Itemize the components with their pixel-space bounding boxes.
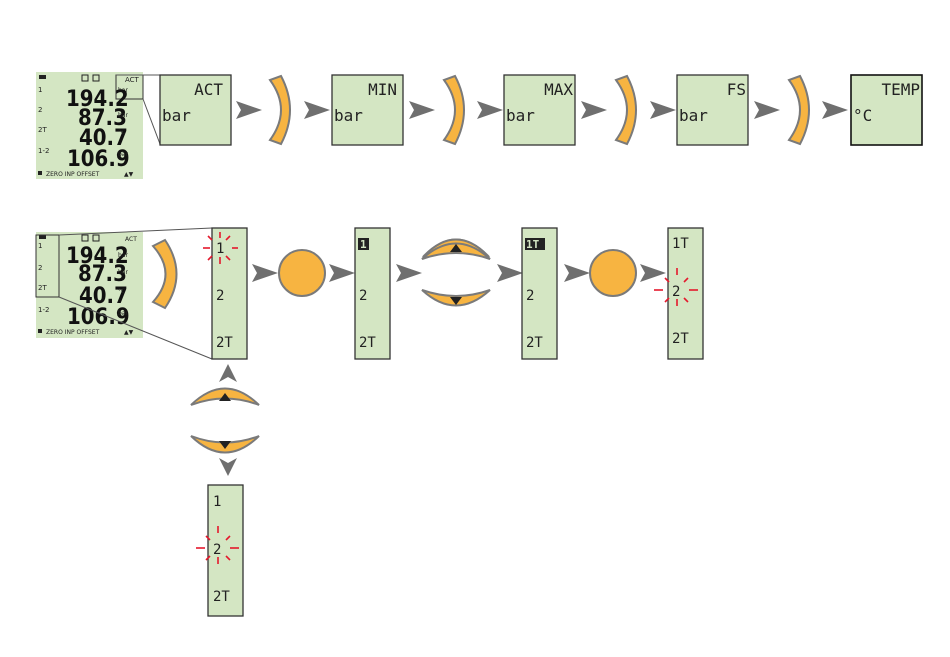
svg-text:1: 1 (213, 494, 221, 510)
arrow-right (252, 264, 278, 282)
svg-text:▲▼: ▲▼ (124, 329, 134, 336)
svg-text:2: 2 (38, 264, 42, 272)
svg-text:ZERO INP OFFSET: ZERO INP OFFSET (46, 329, 100, 336)
svg-text:2T: 2T (526, 335, 543, 351)
main-display-bottom: ACT 1 194.2 bar 2 87.3 bar 2T 40.7 °C 1-… (36, 232, 143, 338)
arrow-up (219, 364, 237, 382)
rotary-knob-icon[interactable] (270, 76, 290, 144)
arrow-right (650, 101, 676, 119)
row2-channel: 2 (38, 106, 42, 114)
svg-text:°C: °C (118, 288, 125, 295)
svg-text:1-2: 1-2 (38, 306, 49, 314)
row4-unit: bar (118, 151, 128, 158)
svg-text:TEMP: TEMP (881, 80, 920, 99)
mode-box-min: MIN bar (332, 75, 403, 145)
svg-text:1: 1 (360, 238, 367, 251)
rotary-knob-icon[interactable] (616, 76, 636, 144)
arrow-right (409, 101, 435, 119)
arrow-down (219, 458, 237, 476)
rotary-knob-icon[interactable] (444, 76, 464, 144)
svg-text:2: 2 (526, 288, 534, 304)
main-display-top: ACT bar 1 194.2 2 87.3 bar 2T 40.7 °C 1-… (36, 72, 143, 179)
svg-text:2T: 2T (672, 331, 689, 347)
display-footer: ZERO INP OFFSET (46, 171, 100, 178)
svg-text:2T: 2T (38, 284, 47, 292)
svg-text:106.9: 106.9 (67, 305, 130, 330)
mode-box-max: MAX bar (504, 75, 575, 145)
svg-text:bar: bar (334, 106, 363, 125)
svg-text:°C: °C (853, 106, 872, 125)
row2-unit: bar (118, 112, 128, 119)
row4-channel: 1-2 (38, 147, 49, 155)
svg-text:bar: bar (118, 269, 128, 276)
svg-text:MAX: MAX (544, 80, 573, 99)
svg-text:bar: bar (506, 106, 535, 125)
arrow-right (329, 264, 355, 282)
svg-text:2T: 2T (359, 335, 376, 351)
push-button-icon[interactable] (590, 250, 636, 296)
up-down-buttons[interactable] (422, 240, 490, 306)
row1-channel: 1 (38, 86, 42, 94)
svg-text:2T: 2T (213, 589, 230, 605)
arrow-right (640, 264, 666, 282)
svg-text:▲▼: ▲▼ (124, 171, 134, 178)
row3-channel: 2T (38, 126, 47, 134)
svg-text:bar: bar (679, 106, 708, 125)
svg-text:2: 2 (213, 542, 221, 558)
arrow-right (564, 264, 590, 282)
mode-box-temp: TEMP °C (851, 75, 922, 145)
svg-text:1T: 1T (672, 236, 689, 252)
arrow-right (396, 264, 422, 282)
mode-box-act: ACT bar (160, 75, 231, 145)
svg-text:2: 2 (359, 288, 367, 304)
arrow-right (497, 264, 523, 282)
svg-text:ACT: ACT (125, 236, 137, 243)
svg-text:bar: bar (118, 310, 128, 317)
arrow-right (477, 101, 503, 119)
svg-text:1: 1 (216, 241, 224, 257)
display-mode-label: ACT (125, 76, 140, 84)
svg-text:2T: 2T (216, 335, 233, 351)
svg-text:2: 2 (216, 288, 224, 304)
channel-list-d: 1T 2 2T (654, 228, 703, 359)
svg-text:FS: FS (727, 80, 746, 99)
row3-unit: °C (118, 129, 125, 136)
channel-list-a: 1 2 2T (203, 228, 247, 359)
rotary-knob-icon[interactable] (789, 76, 809, 144)
arrow-right (822, 101, 848, 119)
rotary-knob-icon[interactable] (153, 240, 177, 308)
up-down-buttons-vertical[interactable] (191, 389, 259, 453)
channel-list-c: 1T 2 2T (522, 228, 557, 359)
svg-text:bar: bar (162, 106, 191, 125)
channel-list-e: 1 2 2T (196, 485, 243, 616)
svg-text:ACT: ACT (194, 80, 223, 99)
svg-text:2: 2 (672, 284, 680, 300)
svg-text:bar: bar (118, 252, 128, 259)
svg-text:1: 1 (38, 242, 42, 250)
svg-text:1T: 1T (526, 238, 540, 251)
arrow-right (236, 101, 262, 119)
mode-box-fs: FS bar (677, 75, 748, 145)
channel-list-b: 1 2 2T (355, 228, 390, 359)
arrow-right (581, 101, 607, 119)
svg-text:MIN: MIN (368, 80, 397, 99)
arrow-right (754, 101, 780, 119)
arrow-right (304, 101, 330, 119)
push-button-icon[interactable] (279, 250, 325, 296)
